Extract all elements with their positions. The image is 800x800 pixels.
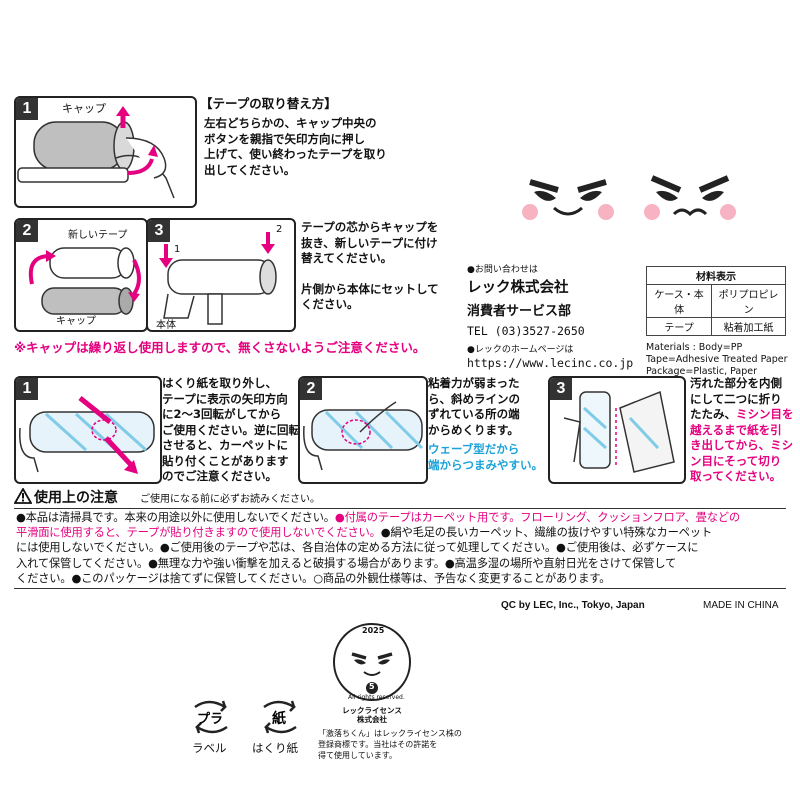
caution-heading: 使用上の注意 bbox=[34, 490, 118, 506]
origin-text: MADE IN CHINA bbox=[703, 600, 779, 611]
materials-en: Materials : Body=PP Tape=Adhesive Treate… bbox=[646, 342, 788, 377]
body-label: 本体 bbox=[156, 320, 176, 331]
materials-title: 材料表示 bbox=[646, 266, 786, 285]
license-seal-icon bbox=[333, 623, 411, 701]
plastic-mark-text: プラ bbox=[197, 712, 223, 727]
seal-rights: All rights reserved. bbox=[348, 694, 405, 701]
caution-line: には使用しないでください。●ご使用後のテープや芯は、各自治体の定める方法に従って… bbox=[16, 540, 786, 555]
tel-number: TEL (03)3527-2650 bbox=[467, 324, 585, 338]
tape-change-instructions: 左右どちらかの、キャップ中央の ボタンを親指で矢印方向に押し 上げて、使い終わっ… bbox=[204, 116, 387, 177]
cap-label: キャップ bbox=[56, 316, 96, 327]
caution-text: ●本品は清掃具です。本来の用途以外に使用しないでください。●付属のテープはカーペ… bbox=[16, 510, 786, 586]
fold-tear-illustration bbox=[563, 390, 675, 473]
step-number: 1 bbox=[16, 378, 38, 400]
release-paper-caption: はくり紙 bbox=[252, 741, 298, 755]
materials-table: 材料表示 ケース・本体ポリプロピレン テープ粘着加工紙 bbox=[645, 266, 786, 336]
step-number: 3 bbox=[550, 378, 572, 400]
tape-change-step2-panel: 2 新しいテープ キャップ bbox=[14, 218, 148, 332]
peel-step2-panel: 2 bbox=[298, 376, 428, 484]
trademark-notice: 「激落ちくん」はレックライセンス株の 登録商標です。当社はその許諾を 得て使用し… bbox=[318, 729, 462, 760]
inquiry-label: ●お問い合わせは bbox=[467, 265, 538, 275]
seal-badge-number: 5 bbox=[369, 682, 375, 691]
caution-bottom-divider bbox=[14, 588, 786, 589]
peel-step2-text: 粘着力が弱まった ら、斜めラインの ずれている所の端 からめくります。 ウェーブ… bbox=[428, 376, 543, 472]
seal-year: 2025 bbox=[362, 626, 385, 635]
caution-line: ください。●このパッケージは捨てずに保管してください。○商品の外観仕様等は、予告… bbox=[16, 571, 786, 586]
peel-step1-panel: 1 bbox=[14, 376, 162, 484]
department-name: 消費者サービス部 bbox=[467, 304, 572, 319]
arrow-label-1: 1 bbox=[174, 244, 181, 255]
materials-part: ケース・本体 bbox=[645, 284, 713, 318]
caution-segment: ●本品は清掃具です。本来の用途以外に使用しないでください。 bbox=[16, 511, 335, 524]
tape-change-step1-panel: 1 キャップ bbox=[14, 96, 197, 208]
homepage-url[interactable]: https://www.lecinc.co.jp bbox=[467, 356, 634, 370]
plastic-recycle-icon: プラ bbox=[194, 700, 228, 734]
caution-segment: ●付属のテープはカーペット用です。フローリング、クッションフロア、畳などの bbox=[334, 511, 740, 524]
new-tape-illustration bbox=[28, 247, 141, 315]
label-recycle-caption: ラベル bbox=[192, 741, 227, 755]
caution-line: ●本品は清掃具です。本来の用途以外に使用しないでください。●付属のテープはカーペ… bbox=[16, 510, 786, 525]
materials-block: 材料表示 ケース・本体ポリプロピレン テープ粘着加工紙 Materials : … bbox=[645, 266, 788, 378]
homepage-label: ●レックのホームページは bbox=[467, 345, 574, 355]
company-name: レック株式会社 bbox=[467, 280, 569, 296]
angry-face-icon bbox=[644, 175, 736, 220]
licensor-name: レックライセンス 株式会社 bbox=[342, 706, 402, 724]
set-tape-illustration bbox=[159, 232, 277, 325]
materials-value: 粘着加工紙 bbox=[711, 317, 786, 336]
caution-subheading: ご使用になる前に必ずお読みください。 bbox=[140, 494, 320, 505]
step-number: 2 bbox=[16, 220, 38, 242]
qc-text: QC by LEC, Inc., Tokyo, Japan bbox=[501, 600, 645, 611]
step-number: 3 bbox=[148, 220, 170, 242]
step-number: 1 bbox=[16, 98, 38, 120]
materials-part: テープ bbox=[645, 317, 713, 336]
step-number: 2 bbox=[300, 378, 322, 400]
new-tape-label: 新しいテープ bbox=[68, 230, 128, 241]
caution-segment: には使用しないでください。●ご使用後のテープや芯は、各自治体の定める方法に従って… bbox=[16, 541, 699, 555]
warning-icon bbox=[14, 488, 32, 504]
paper-recycle-icon: 紙 bbox=[263, 700, 297, 734]
caution-segment: 入れて保管してください。●無理な力や強い衝撃を加えると破損する場合があります。●… bbox=[16, 556, 677, 570]
contact-block: ●お問い合わせは レック株式会社 消費者サービス部 TEL (03)3527-2… bbox=[467, 262, 637, 370]
peel-paper-illustration bbox=[19, 396, 155, 474]
caution-segment: ●絹や毛足の長いカーペット、繊維の抜けやすい特殊なカーペット bbox=[380, 526, 712, 540]
caution-divider bbox=[14, 508, 786, 509]
caution-line: 平滑面に使用すると、テープが貼り付きますので使用しないでください。●絹や毛足の長… bbox=[16, 525, 786, 540]
materials-value: ポリプロピレン bbox=[711, 284, 786, 318]
cap-label: キャップ bbox=[62, 102, 106, 115]
tape-change-step3-panel: 3 1 2 本体 bbox=[146, 218, 296, 332]
happy-face-icon bbox=[522, 179, 614, 220]
cap-warning: ※キャップは繰り返し使用しますので、無くさないようご注意ください。 bbox=[14, 340, 426, 355]
caution-segment: ください。●このパッケージは捨てずに保管してください。○商品の外観仕様等は、予告… bbox=[16, 571, 611, 585]
wave-edge-illustration bbox=[303, 401, 424, 471]
peel-step3-text: 汚れた部分を内側 にして二つに折り たたみ、ミシン目を 越えるまで紙を引 き出し… bbox=[690, 376, 794, 483]
paper-mark-text: 紙 bbox=[272, 710, 286, 727]
arrow-label-2: 2 bbox=[276, 224, 283, 235]
caution-segment: 平滑面に使用すると、テープが貼り付きますので使用しないでください。 bbox=[16, 526, 381, 540]
roller-cap-illustration bbox=[17, 106, 175, 199]
step23-instructions: テープの芯からキャップを 抜き、新しいテープに付け 替えてください。 片側から本… bbox=[301, 220, 439, 311]
peel-step1-text: はくり紙を取り外し、 テープに表示の矢印方向 に2〜3回転がしてから ご使用くだ… bbox=[162, 376, 300, 483]
caution-line: 入れて保管してください。●無理な力や強い衝撃を加えると破損する場合があります。●… bbox=[16, 556, 786, 571]
peel-step3-panel: 3 bbox=[548, 376, 686, 484]
tape-change-title: 【テープの取り替え方】 bbox=[200, 96, 337, 111]
